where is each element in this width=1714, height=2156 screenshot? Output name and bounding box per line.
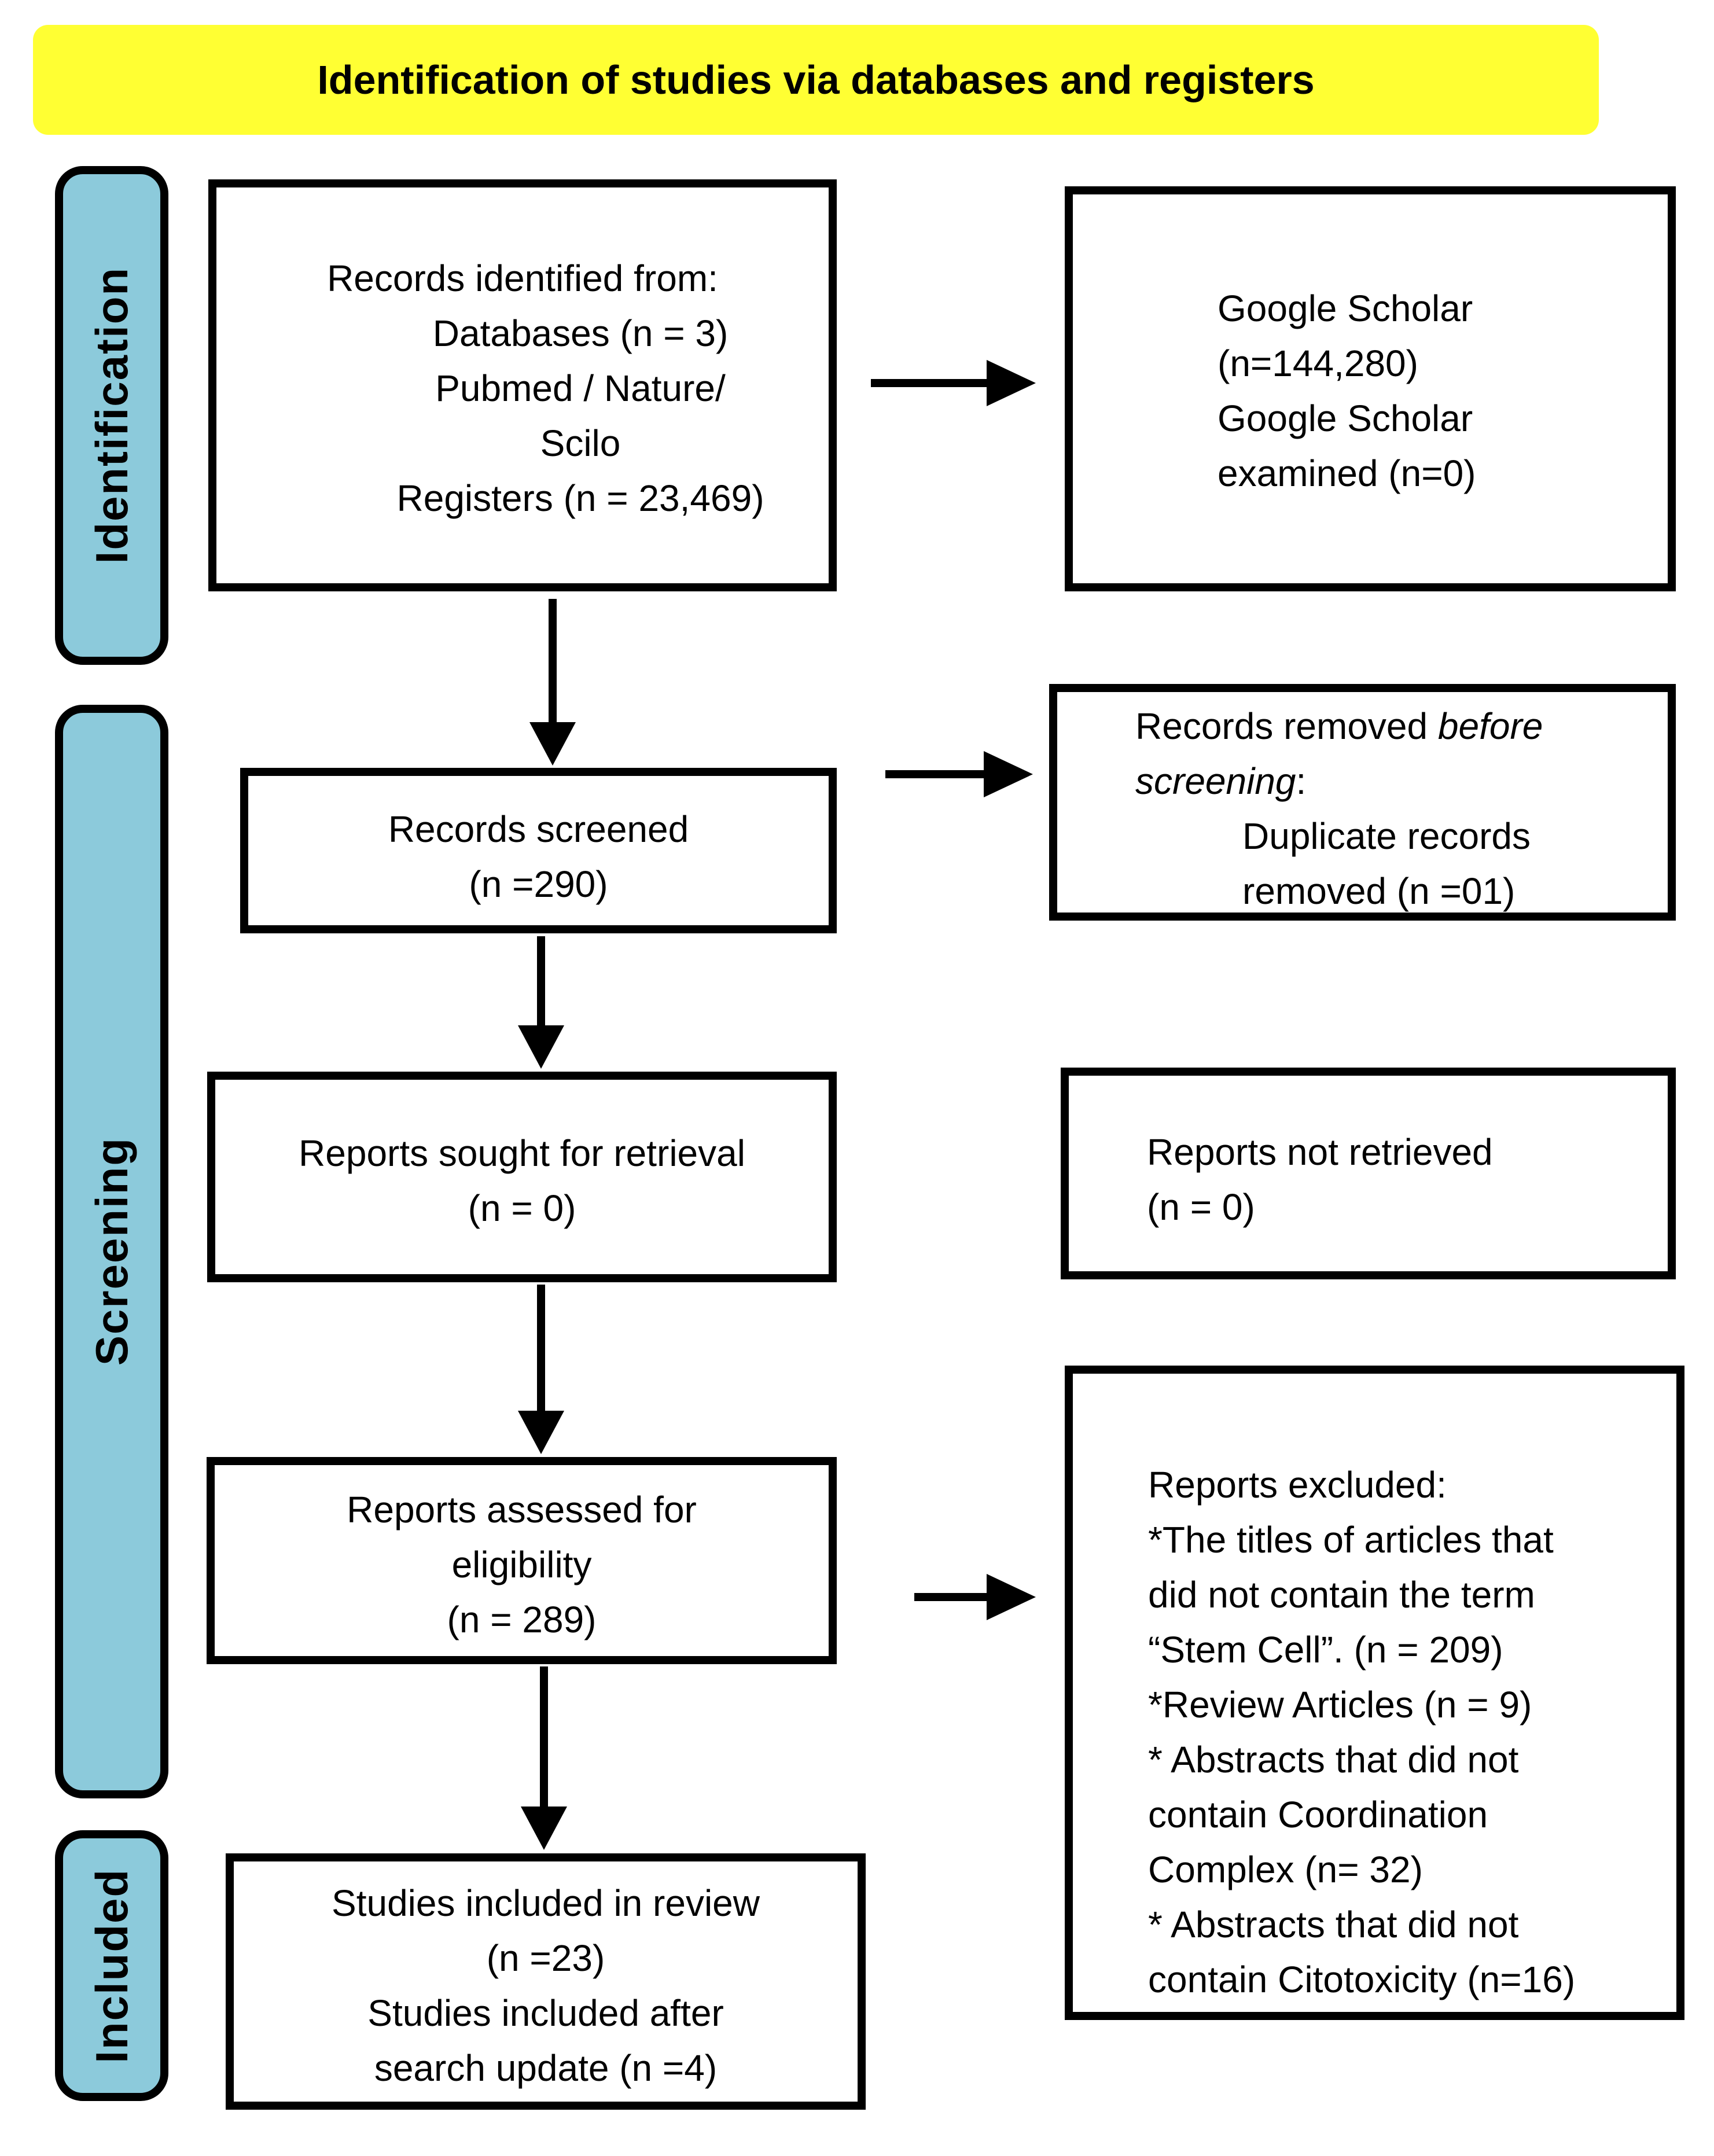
box-text-line: * Abstracts that did not — [1148, 1739, 1519, 1780]
box-text-line: screening: — [1135, 760, 1307, 802]
box-text-line: Studies included in review — [332, 1882, 760, 1924]
box-text-line: eligibility — [451, 1544, 592, 1585]
box-google-scholar: Google Scholar (n=144,280) Google Schola… — [1065, 186, 1676, 591]
arrow-screened-to-sought — [518, 936, 564, 1069]
box-reports-sought: Reports sought for retrieval (n = 0) — [207, 1072, 837, 1282]
box-text-line: Google Scholar — [1218, 398, 1473, 439]
box-text-line: Reports not retrieved — [1147, 1131, 1493, 1173]
box-text-line: Complex (n= 32) — [1148, 1849, 1423, 1890]
stage-label-identification: Identification — [55, 166, 168, 665]
arrow-sought-to-assessed — [518, 1285, 564, 1454]
arrow-identified-to-google-scholar — [871, 360, 1036, 406]
stage-label-screening: Screening — [55, 705, 168, 1798]
box-text-line: *Review Articles (n = 9) — [1148, 1684, 1532, 1725]
stage-label-text: Identification — [86, 267, 137, 564]
box-reports-excluded: Reports excluded: *The titles of article… — [1065, 1366, 1684, 2020]
box-records-screened: Records screened (n =290) — [240, 768, 837, 933]
box-text-line: (n = 289) — [447, 1599, 597, 1640]
box-text-line: “Stem Cell”. (n = 209) — [1148, 1629, 1503, 1671]
box-text-line: (n=144,280) — [1218, 343, 1418, 384]
box-text-line: contain Citotoxicity (n=16) — [1148, 1959, 1576, 2000]
box-text-line: Pubmed / Nature/ — [435, 367, 726, 409]
box-text-line: (n =23) — [486, 1937, 605, 1979]
box-text-line: Databases (n = 3) — [432, 312, 729, 354]
box-reports-not-retrieved: Reports not retrieved (n = 0) — [1061, 1068, 1676, 1279]
box-text-line: * Abstracts that did not — [1148, 1904, 1519, 1945]
box-text-line: removed (n =01) — [1242, 870, 1516, 912]
box-text-line: Records screened — [388, 808, 689, 850]
box-text-line: Records identified from: — [327, 257, 718, 299]
stage-label-text: Screening — [86, 1137, 137, 1366]
arrow-assessed-to-included — [521, 1666, 567, 1850]
box-text-line: Registers (n = 23,469) — [396, 477, 764, 519]
box-text-line: Reports assessed for — [347, 1489, 697, 1530]
box-text-line: Reports sought for retrieval — [299, 1132, 745, 1174]
box-text-line: Duplicate records — [1242, 815, 1531, 857]
arrow-assessed-to-excluded — [914, 1574, 1036, 1620]
box-text-line: contain Coordination — [1148, 1794, 1488, 1835]
box-text-line: *The titles of articles that — [1148, 1519, 1554, 1561]
box-text-line: Reports excluded: — [1148, 1464, 1447, 1506]
box-text-line: examined (n=0) — [1218, 452, 1476, 494]
box-text-line: Studies included after — [367, 1992, 724, 2034]
box-text-line: did not contain the term — [1148, 1574, 1535, 1616]
box-text-line: (n = 0) — [468, 1187, 576, 1229]
box-reports-assessed: Reports assessed for eligibility (n = 28… — [207, 1457, 837, 1664]
arrow-screened-to-removed — [885, 751, 1033, 797]
header-band: Identification of studies via databases … — [33, 25, 1599, 135]
box-text-line: (n =290) — [469, 863, 608, 905]
box-text-line: Records removed before — [1135, 705, 1543, 747]
stage-label-included: Included — [55, 1830, 168, 2101]
box-text-line: search update (n =4) — [374, 2047, 718, 2089]
arrow-identified-to-screened — [529, 599, 576, 766]
box-records-identified: Records identified from: Databases (n = … — [208, 179, 837, 591]
box-text-line: Google Scholar — [1218, 288, 1473, 329]
box-records-removed-before-screening: Records removed before screening: Duplic… — [1049, 684, 1676, 921]
page-title: Identification of studies via databases … — [317, 57, 1315, 102]
stage-label-text: Included — [86, 1868, 137, 2063]
box-text-line: (n = 0) — [1147, 1186, 1255, 1228]
box-text-line: Scilo — [540, 422, 621, 464]
box-studies-included: Studies included in review (n =23) Studi… — [226, 1853, 866, 2110]
